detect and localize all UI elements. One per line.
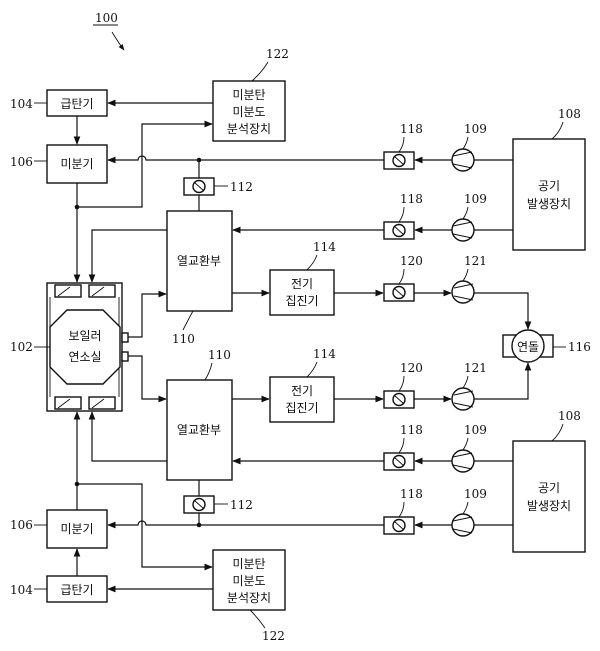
svg-text:분석장치: 분석장치 [227, 122, 271, 136]
svg-text:열교환부: 열교환부 [177, 423, 221, 437]
damper-118-top-1 [384, 152, 414, 169]
ref-121-2: 121 [464, 361, 487, 375]
ref-110-top: 110 [172, 332, 195, 346]
damper-120-top [384, 284, 414, 301]
svg-text:미분기: 미분기 [60, 522, 93, 536]
precipitator-top: 전기 집진기 [270, 270, 334, 315]
ref-122-bottom: 122 [262, 629, 285, 643]
ref-110-bottom: 110 [208, 348, 231, 362]
fan-109-bottom-2 [452, 514, 474, 536]
ref-109-4: 109 [464, 487, 487, 501]
chimney: 연돌 [503, 330, 553, 362]
ref-108-bottom: 108 [558, 409, 581, 423]
ref-109-2: 109 [464, 192, 487, 206]
fan-121-top [452, 281, 474, 303]
fan-109-top-1 [452, 149, 474, 171]
ref-108-top: 108 [558, 107, 581, 121]
ref-116: 116 [568, 340, 591, 354]
ref-118-3: 118 [400, 423, 423, 437]
svg-text:공기: 공기 [538, 481, 560, 495]
ref-120-1: 120 [400, 254, 423, 268]
svg-text:미분도: 미분도 [232, 574, 265, 588]
ref-118-4: 118 [400, 487, 423, 501]
ref-102: 102 [10, 340, 33, 354]
fan-121-bottom [452, 388, 474, 410]
pulverizer-top: 미분기 [47, 145, 107, 183]
pulverizer-bottom: 미분기 [47, 510, 107, 548]
ref-121-1: 121 [464, 254, 487, 268]
ref-109-1: 109 [464, 122, 487, 136]
analyzer-bottom: 미분탄 미분도 분석장치 [213, 550, 285, 610]
analyzer-top: 미분탄 미분도 분석장치 [213, 81, 285, 141]
svg-text:급탄기: 급탄기 [60, 97, 93, 111]
heat-exchanger-top: 열교환부 [167, 211, 232, 311]
air-generator-top: 공기 발생장치 [513, 139, 585, 250]
ref-120-2: 120 [400, 361, 423, 375]
svg-text:미분탄: 미분탄 [232, 88, 265, 102]
svg-text:연소실: 연소실 [68, 350, 101, 364]
air-generator-bottom: 공기 발생장치 [513, 441, 585, 552]
svg-text:연돌: 연돌 [517, 340, 539, 354]
ref-114-bottom: 114 [313, 347, 336, 361]
heat-exchanger-bottom: 열교환부 [167, 380, 232, 480]
svg-text:급탄기: 급탄기 [60, 583, 93, 597]
fan-109-bottom-1 [452, 450, 474, 472]
ref-122-top: 122 [266, 47, 289, 61]
svg-text:집진기: 집진기 [285, 294, 318, 308]
fan-109-top-2 [452, 219, 474, 241]
feeder-bottom: 급탄기 [47, 576, 107, 602]
svg-text:미분도: 미분도 [232, 105, 265, 119]
damper-118-bottom-1 [384, 453, 414, 470]
ref-118-2: 118 [400, 192, 423, 206]
damper-112-top [184, 178, 214, 195]
precipitator-bottom: 전기 집진기 [270, 377, 334, 422]
svg-text:열교환부: 열교환부 [177, 254, 221, 268]
svg-text:발생장치: 발생장치 [527, 197, 571, 211]
ref-106-top: 106 [10, 155, 33, 169]
damper-118-bottom-2 [384, 517, 414, 534]
ref-118-1: 118 [400, 122, 423, 136]
ref-112-2: 112 [230, 498, 253, 512]
ref-109-3: 109 [464, 423, 487, 437]
ref-104-top: 104 [10, 97, 33, 111]
svg-text:전기: 전기 [291, 384, 313, 398]
ref-104-bottom: 104 [10, 583, 33, 597]
svg-text:미분탄: 미분탄 [232, 557, 265, 571]
svg-text:집진기: 집진기 [285, 401, 318, 415]
svg-text:보일러: 보일러 [68, 329, 101, 343]
ref-106-bottom: 106 [10, 518, 33, 532]
figure-number: 100 [95, 11, 118, 25]
svg-text:전기: 전기 [291, 277, 313, 291]
svg-text:공기: 공기 [538, 179, 560, 193]
feeder-top: 급탄기 [47, 90, 107, 116]
ref-112-1: 112 [230, 180, 253, 194]
boiler-combustion-chamber: 보일러 연소실 [47, 283, 128, 411]
svg-text:미분기: 미분기 [60, 157, 93, 171]
svg-text:발생장치: 발생장치 [527, 499, 571, 513]
ref-114-top: 114 [313, 240, 336, 254]
damper-120-bottom [384, 391, 414, 408]
svg-text:분석장치: 분석장치 [227, 591, 271, 605]
damper-118-top-2 [384, 222, 414, 239]
damper-112-bottom [184, 496, 214, 513]
